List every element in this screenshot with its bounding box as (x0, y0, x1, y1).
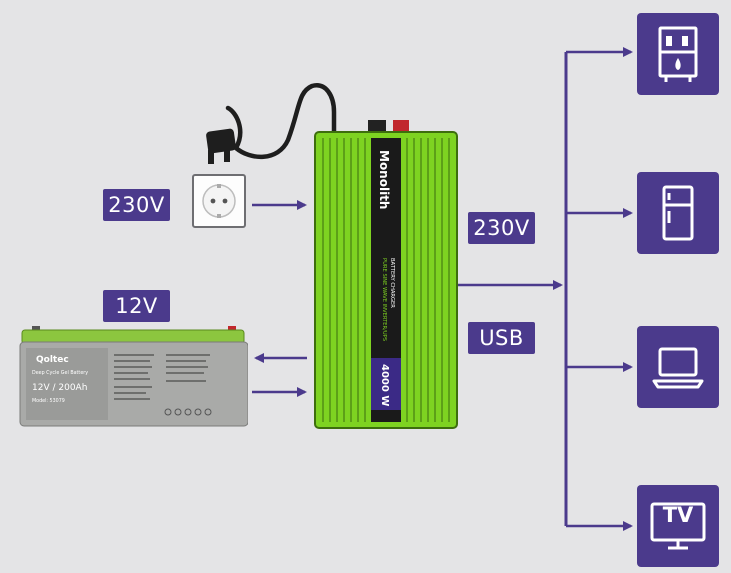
tv-icon (650, 502, 706, 550)
inverter-brand: Monolith (377, 150, 391, 209)
inverter-sub-line: BATTERY CHARGER (389, 258, 395, 308)
usb-output-label: USB (468, 322, 535, 354)
boiler-tile (637, 13, 719, 95)
inverter-power: 4000 W (379, 364, 390, 406)
wall-socket-icon (192, 174, 246, 228)
battery-rating: 12V / 200Ah (32, 383, 87, 393)
tv-label: TV (662, 503, 694, 527)
battery-voltage-label: 12V (103, 290, 170, 322)
laptop-tile (637, 326, 719, 408)
boiler-icon (658, 26, 698, 82)
fridge-tile (637, 172, 719, 254)
tv-tile: TV (637, 485, 719, 567)
inverter: Monolith PURE SINE WAVE INVERTER/UPS BAT… (313, 118, 459, 430)
battery-type: Deep Cycle Gel Battery (32, 370, 88, 376)
output-voltage-label: 230V (468, 212, 535, 244)
laptop-icon (652, 347, 704, 389)
battery-brand: Qoltec (36, 355, 69, 365)
power-cable (233, 83, 337, 160)
battery: Qoltec Deep Cycle Gel Battery 12V / 200A… (16, 324, 248, 428)
inverter-model-line: PURE SINE WAVE INVERTER/UPS (381, 258, 387, 341)
input-voltage-label: 230V (103, 189, 170, 221)
fridge-icon (662, 185, 694, 241)
battery-model: Model: 53079 (32, 398, 65, 404)
plug-icon (206, 128, 236, 164)
